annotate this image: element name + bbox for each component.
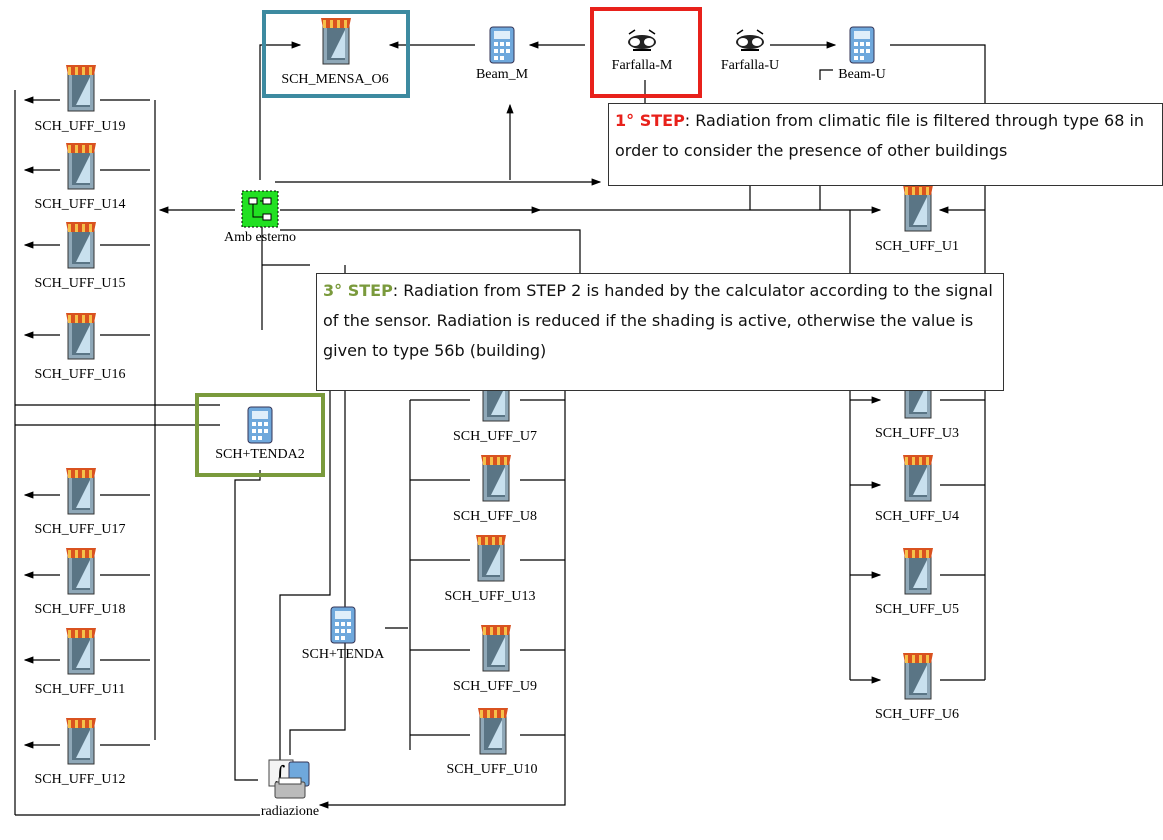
node-label: Amb esterno	[224, 230, 296, 245]
node-label: SCH_UFF_U3	[874, 426, 960, 441]
node-label: Farfalla-M	[611, 58, 673, 73]
node-label: SCH_UFF_U17	[34, 522, 126, 537]
node-label: SCH_UFF_U10	[446, 762, 538, 777]
node-label: SCH_UFF_U12	[34, 772, 126, 787]
node-label: SCH_UFF_U19	[34, 119, 126, 134]
node-sch-uff-u8[interactable]: SCH_UFF_U8	[440, 455, 550, 525]
step3-text: : Radiation from STEP 2 is handed by the…	[323, 281, 993, 360]
window-shading-icon	[66, 222, 96, 269]
node-sch-uff-u6[interactable]: SCH_UFF_U6	[862, 653, 972, 723]
window-shading-icon	[66, 143, 96, 190]
step1-highlight-box	[590, 7, 702, 98]
node-label: Farfalla-U	[720, 58, 780, 73]
window-shading-icon	[903, 548, 933, 595]
radiation-processor-icon	[628, 29, 656, 51]
window-shading-icon	[478, 708, 508, 755]
node-sch-uff-u12[interactable]: SCH_UFF_U12	[25, 718, 135, 788]
node-sch-uff-u13[interactable]: SCH_UFF_U13	[435, 535, 545, 605]
node-label: Beam_M	[475, 67, 529, 82]
node-label: SCH_UFF_U1	[874, 239, 960, 254]
window-shading-icon	[903, 455, 933, 502]
node-label: Beam-U	[838, 67, 886, 82]
node-label: SCH_UFF_U18	[34, 602, 126, 617]
node-label: SCH_UFF_U11	[34, 682, 126, 697]
calculator-icon	[330, 606, 356, 644]
step1-text: : Radiation from climatic file is filter…	[615, 111, 1145, 160]
node-amb-esterno[interactable]: Amb esterno	[205, 190, 315, 246]
window-shading-icon	[66, 468, 96, 515]
window-shading-icon	[476, 535, 506, 582]
node-sch-uff-u5[interactable]: SCH_UFF_U5	[862, 548, 972, 618]
step3-callout: 3° STEP: Radiation from STEP 2 is handed…	[316, 273, 1004, 391]
calculator-icon	[849, 26, 875, 64]
step1-callout: 1° STEP: Radiation from climatic file is…	[608, 103, 1163, 186]
node-label: SCH_UFF_U5	[874, 602, 960, 617]
window-shading-icon	[66, 548, 96, 595]
node-sch-tenda[interactable]: SCH+TENDA	[288, 605, 398, 663]
node-label: SCH+TENDA2	[215, 447, 305, 462]
node-sch-uff-u10[interactable]: SCH_UFF_U10	[437, 708, 547, 778]
node-sch-uff-u1[interactable]: SCH_UFF_U1	[862, 185, 972, 255]
node-sch-tenda2[interactable]: SCH+TENDA2	[205, 405, 315, 463]
node-sch-uff-u11[interactable]: SCH_UFF_U11	[25, 628, 135, 698]
node-sch-uff-u19[interactable]: SCH_UFF_U19	[25, 65, 135, 135]
window-shading-icon	[903, 653, 933, 700]
calculator-icon	[247, 406, 273, 444]
node-sch-uff-u4[interactable]: SCH_UFF_U4	[862, 455, 972, 525]
node-label: radiazione	[260, 804, 320, 819]
window-shading-icon	[66, 628, 96, 675]
node-sch-uff-u16[interactable]: SCH_UFF_U16	[25, 313, 135, 383]
node-label: SCH+TENDA	[301, 647, 385, 662]
calculator-icon	[489, 26, 515, 64]
node-sch-uff-u14[interactable]: SCH_UFF_U14	[25, 143, 135, 213]
window-shading-icon	[66, 313, 96, 360]
window-shading-icon	[481, 455, 511, 502]
window-shading-icon	[481, 625, 511, 672]
window-shading-icon	[66, 65, 96, 112]
node-label: SCH_UFF_U6	[874, 707, 960, 722]
svg-text:∫: ∫	[275, 761, 285, 785]
node-label: SCH_UFF_U7	[452, 429, 538, 444]
node-sch-uff-u15[interactable]: SCH_UFF_U15	[25, 222, 135, 292]
node-sch-uff-u9[interactable]: SCH_UFF_U9	[440, 625, 550, 695]
node-label: SCH_UFF_U8	[452, 509, 538, 524]
node-farfalla-u[interactable]: Farfalla-U	[695, 28, 805, 74]
node-label: SCH_UFF_U9	[452, 679, 538, 694]
step3-tag: 3° STEP	[323, 281, 393, 300]
node-label: SCH_UFF_U14	[34, 197, 126, 212]
step1-tag: 1° STEP	[615, 111, 685, 130]
window-shading-icon	[903, 185, 933, 232]
node-label: SCH_UFF_U16	[34, 367, 126, 382]
node-label: SCH_UFF_U4	[874, 509, 960, 524]
node-label: SCH_UFF_U15	[34, 276, 126, 291]
node-radiazione[interactable]: ∫ radiazione	[235, 758, 345, 820]
mensa-highlight-box	[262, 10, 410, 98]
node-beam-u[interactable]: Beam-U	[807, 25, 917, 83]
node-farfalla-m[interactable]: Farfalla-M	[587, 28, 697, 74]
step3-highlight-box	[195, 393, 325, 477]
node-beam-m[interactable]: Beam_M	[447, 25, 557, 83]
window-shading-icon	[321, 18, 351, 65]
node-sch-uff-u18[interactable]: SCH_UFF_U18	[25, 548, 135, 618]
node-label: SCH_UFF_U13	[444, 589, 536, 604]
node-label: SCH_MENSA_O6	[281, 72, 389, 87]
integrator-printer-icon: ∫	[268, 759, 310, 799]
node-sch-uff-u17[interactable]: SCH_UFF_U17	[25, 468, 135, 538]
node-sch-mensa-o6[interactable]: SCH_MENSA_O6	[280, 18, 390, 88]
radiation-processor-icon	[736, 29, 764, 51]
weather-data-icon	[241, 190, 279, 228]
window-shading-icon	[66, 718, 96, 765]
